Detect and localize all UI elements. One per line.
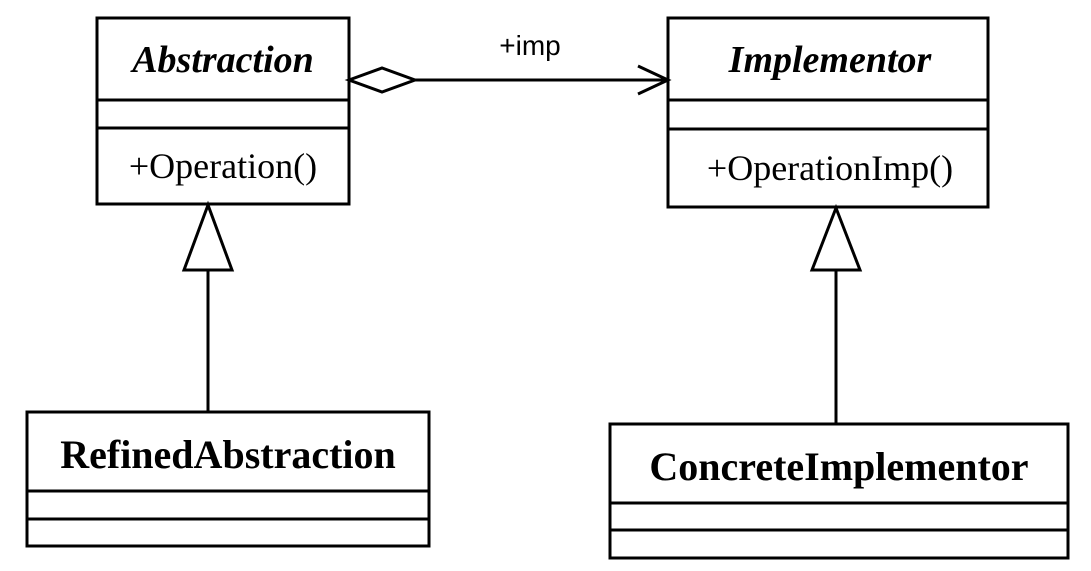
abstraction-operation: +Operation() [129,146,317,186]
aggregation-relation: +imp [344,30,672,96]
abstraction-name: Abstraction [130,39,314,81]
class-refined-abstraction[interactable]: RefinedAbstraction [25,410,431,548]
abstraction-box [95,16,351,206]
class-concrete-implementor[interactable]: ConcreteImplementor [608,422,1070,560]
implementor-name: Implementor [728,39,933,81]
aggregation-role-label: +imp [499,30,560,61]
implementor-operation: +OperationImp() [707,148,953,188]
inheritance-triangle-icon [181,200,235,272]
generalization-refined-to-abstraction [181,200,235,412]
refined-abstraction-name: RefinedAbstraction [60,432,396,477]
class-abstraction[interactable]: Abstraction +Operation() [95,16,351,206]
class-implementor[interactable]: Implementor +OperationImp() [666,16,990,209]
aggregation-diamond-icon [344,66,420,94]
concrete-implementor-box [608,422,1070,560]
generalization-concrete-to-implementor [809,203,863,424]
refined-abstraction-box [25,410,431,548]
concrete-implementor-name: ConcreteImplementor [649,444,1028,489]
implementor-box [666,16,990,209]
inheritance-triangle-icon [809,203,863,272]
navigability-arrow-icon [637,64,672,96]
